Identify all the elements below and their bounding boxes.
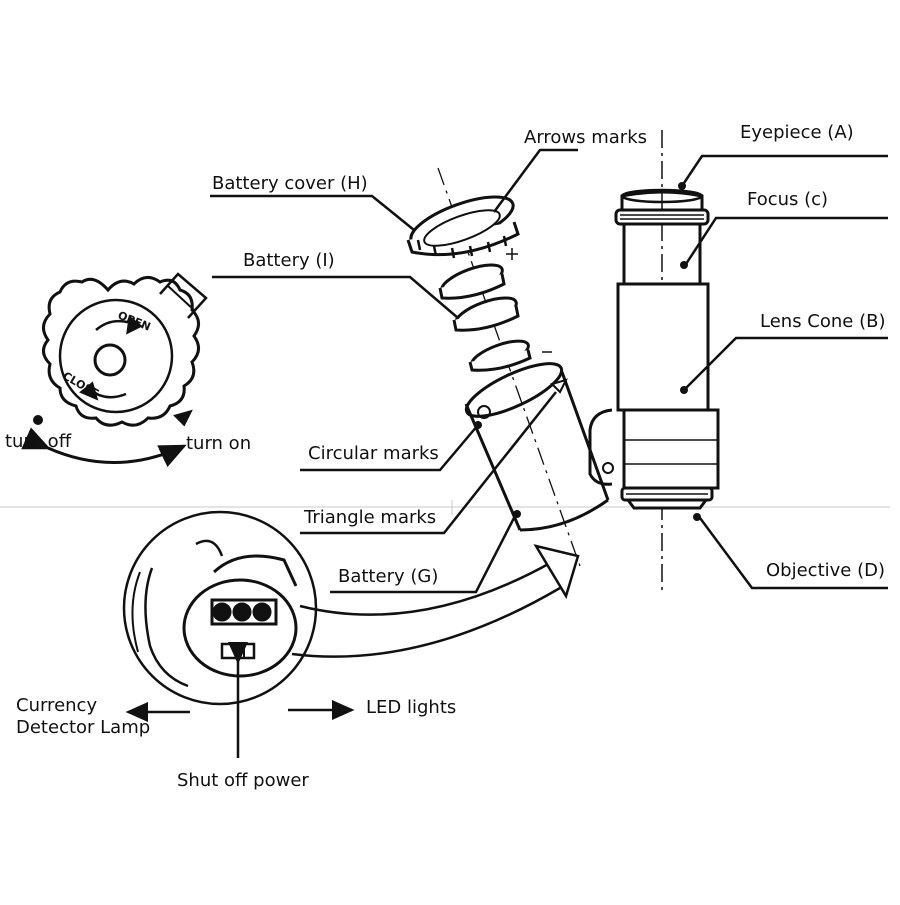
label-battery-cover: Battery cover (H) — [212, 173, 368, 194]
label-objective: Objective (D) — [766, 560, 885, 581]
label-battery-i: Battery (I) — [243, 250, 335, 271]
label-currency-line1: Currency — [16, 695, 98, 716]
microscope-body — [588, 130, 720, 590]
label-circular-marks: Circular marks — [308, 443, 439, 464]
battery-housing — [464, 362, 610, 532]
turn-off-dot — [33, 415, 43, 425]
label-led-lights: LED lights — [366, 697, 457, 718]
bottom-arrows — [125, 642, 355, 758]
label-triangle-marks: Triangle marks — [304, 507, 437, 528]
label-focus: Focus (c) — [747, 189, 829, 210]
label-turn-off: turn off — [5, 431, 72, 452]
led-detail — [122, 510, 580, 706]
cap-detail — [42, 272, 208, 427]
battery-stack — [406, 195, 532, 372]
polarity-signs — [506, 248, 552, 353]
label-arrows-marks: Arrows marks — [524, 127, 648, 148]
leader-lines — [210, 148, 888, 594]
label-shut-off-power: Shut off power — [177, 770, 309, 791]
label-currency-line2: Detector Lamp — [16, 717, 151, 738]
cover-teeth — [416, 235, 508, 259]
label-battery-g: Battery (G) — [338, 566, 439, 587]
guide-lines — [0, 500, 890, 515]
turn-direction-arrow — [21, 427, 187, 468]
label-eyepiece: Eyepiece (A) — [740, 122, 854, 143]
label-lens-cone: Lens Cone (B) — [760, 311, 886, 332]
label-turn-on: turn on — [186, 433, 252, 454]
